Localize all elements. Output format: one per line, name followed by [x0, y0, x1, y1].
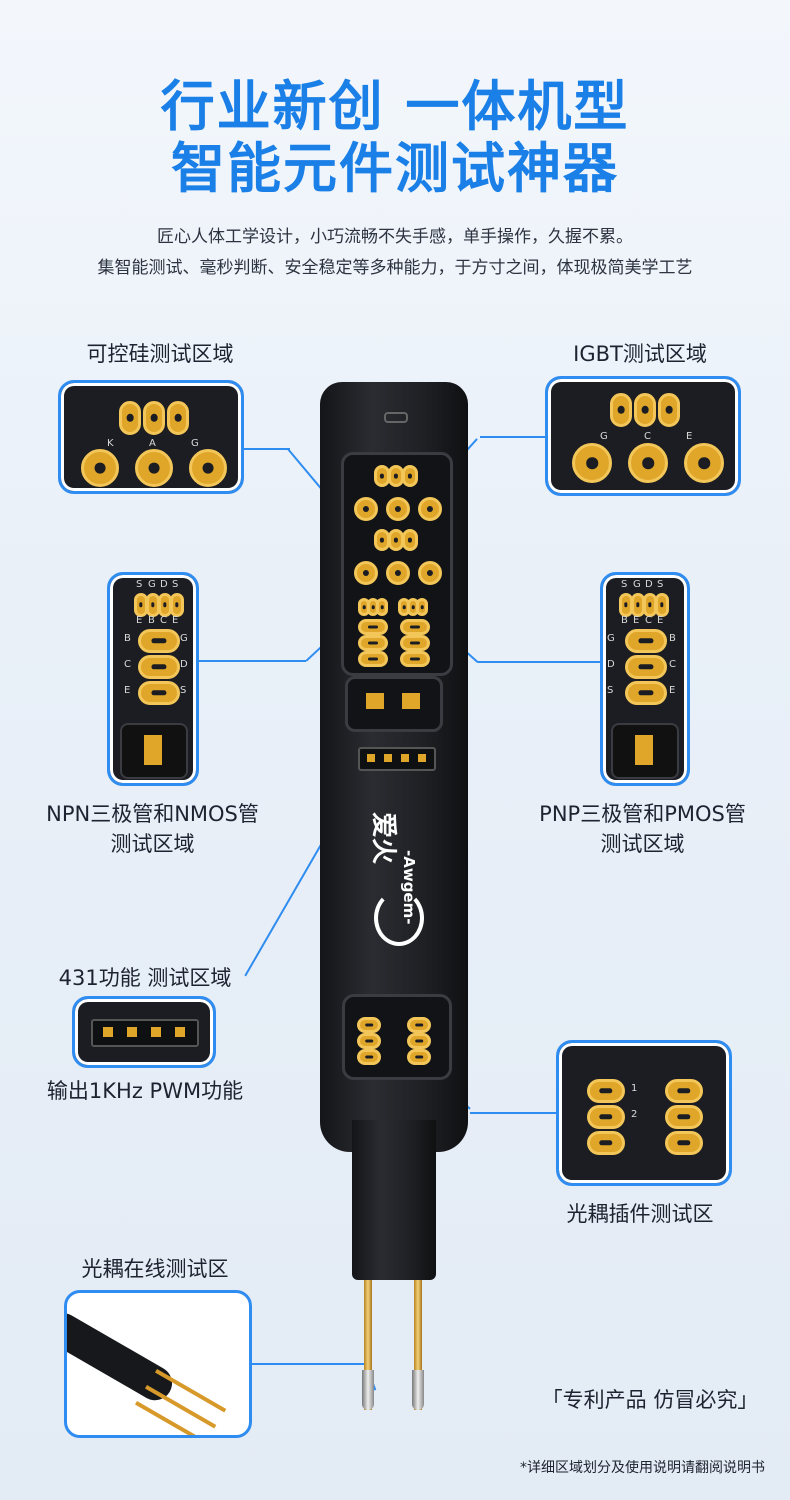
npn-card: S G D S E B C E B C E G D S: [107, 572, 199, 786]
headline-line1: 行业新创 一体机型: [160, 75, 630, 138]
intro-line2: 集智能测试、毫秒判断、安全稳定等多种能力，于方寸之间，体现极简美学工艺: [97, 258, 693, 278]
f431-card: [72, 996, 216, 1068]
intro-line1: 匠心人体工学设计，小巧流畅不失手感，单手操作，久握不累。: [157, 227, 633, 247]
patent-notice: 「专利产品 仿冒必究」: [541, 1388, 759, 1412]
opto-socket: [342, 994, 452, 1080]
igbt-label: IGBT测试区域: [573, 342, 707, 366]
strip-431: [358, 747, 436, 771]
opto-plug-card: 1 2: [556, 1040, 732, 1186]
brand-latin: -Awgem-: [400, 850, 418, 925]
footnote: *详细区域划分及使用说明请翻阅说明书: [520, 1460, 765, 1476]
f431-label: 431功能 测试区域: [58, 966, 232, 990]
headline-line2: 智能元件测试神器: [171, 137, 619, 200]
npn-label-line2: 测试区域: [110, 832, 195, 856]
pnp-label-line1: PNP三极管和PMOS管: [539, 802, 746, 826]
opto-inline-label: 光耦在线测试区: [81, 1257, 229, 1281]
pnp-label-line2: 测试区域: [600, 832, 685, 856]
usb-port: [384, 412, 408, 423]
opto-inline-card: [64, 1290, 252, 1438]
flame-logo-icon: [374, 890, 424, 946]
scr-card: K A G: [58, 380, 244, 494]
main-socket-window: [341, 452, 453, 676]
pnp-card: S G D S B E C E G D S B C E: [600, 572, 690, 786]
mini-socket: [345, 676, 443, 732]
npn-label-line1: NPN三极管和NMOS管: [46, 802, 259, 826]
brand-chinese: 爱火: [368, 812, 398, 865]
pwm-label: 输出1KHz PWM功能: [46, 1079, 244, 1103]
igbt-card: G C E: [545, 376, 741, 496]
scr-label: 可控硅测试区域: [86, 342, 234, 366]
opto-plug-label: 光耦插件测试区: [566, 1202, 714, 1226]
